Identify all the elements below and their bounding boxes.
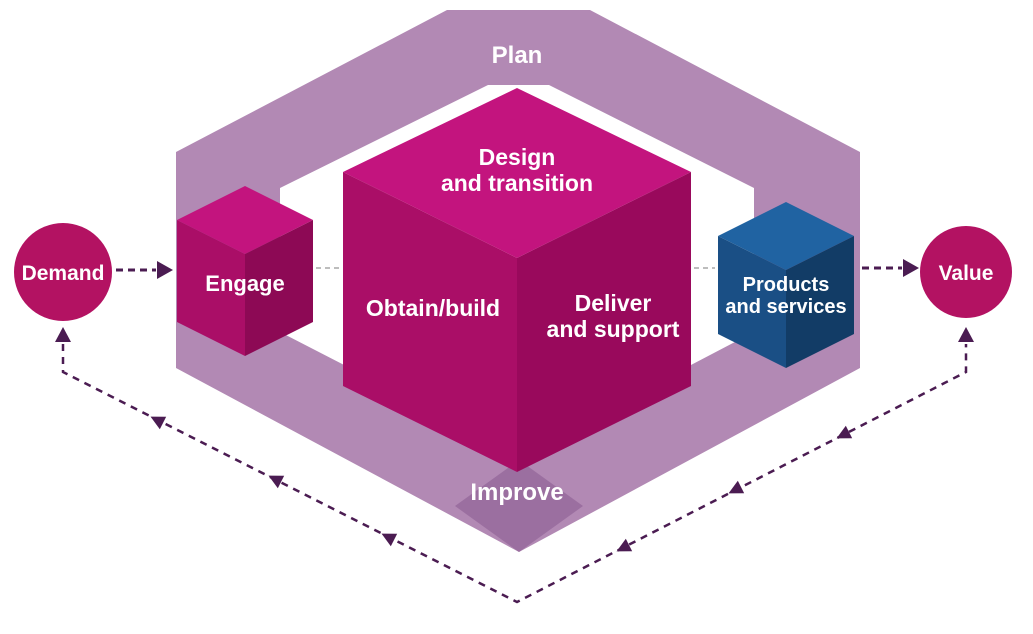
engage-cube-right-face — [245, 220, 313, 356]
core-cube — [343, 88, 691, 472]
value-chain-ring — [176, 10, 860, 552]
loop-arrowhead-right-3-icon — [616, 538, 633, 552]
deliver-label-line1: Deliver — [575, 290, 652, 316]
engage-cube-left-face — [177, 220, 245, 356]
products-cube-right-face — [786, 236, 854, 368]
plan-label: Plan — [492, 42, 543, 69]
loop-arrowhead-left-3-icon — [150, 416, 167, 430]
core-cube-right-face — [517, 172, 691, 472]
loop-arrowhead-left-1-icon — [381, 533, 398, 547]
value-circle — [920, 226, 1012, 318]
products-cube — [718, 202, 854, 368]
products-to-value-arrow — [862, 259, 919, 277]
ring-bottom-shadow — [455, 460, 583, 552]
core-cube-left-face — [343, 172, 517, 472]
design-label-line2: and transition — [441, 170, 593, 196]
demand-label: Demand — [22, 262, 105, 285]
products-label-line2: and services — [725, 296, 846, 318]
demand-to-engage-arrowhead-icon — [157, 261, 173, 279]
deliver-label-line2: and support — [547, 316, 680, 342]
products-to-value-arrowhead-icon — [903, 259, 919, 277]
labels-group: Plan Improve Design and transition Obtai… — [22, 42, 994, 506]
obtain-build-label: Obtain/build — [366, 295, 500, 321]
loop-arrowhead-into-demand-icon — [55, 327, 71, 342]
engage-label: Engage — [205, 271, 284, 296]
design-label-line1: Design — [479, 144, 556, 170]
loop-arrowhead-left-2-icon — [268, 475, 285, 489]
feedback-loop-dashes — [61, 344, 968, 604]
products-cube-left-face — [718, 236, 786, 368]
products-label-line1: Products — [743, 274, 830, 296]
engage-cube — [177, 186, 313, 356]
feedback-loop — [55, 327, 974, 604]
loop-arrowhead-right-2-icon — [728, 480, 745, 494]
core-cube-top-face — [343, 88, 691, 258]
loop-arrowhead-right-1-icon — [836, 425, 853, 439]
improve-label: Improve — [470, 479, 563, 506]
demand-to-engage-arrow — [116, 261, 173, 279]
loop-arrowhead-into-value-icon — [958, 327, 974, 342]
demand-circle — [14, 223, 112, 321]
value-label: Value — [939, 262, 994, 285]
